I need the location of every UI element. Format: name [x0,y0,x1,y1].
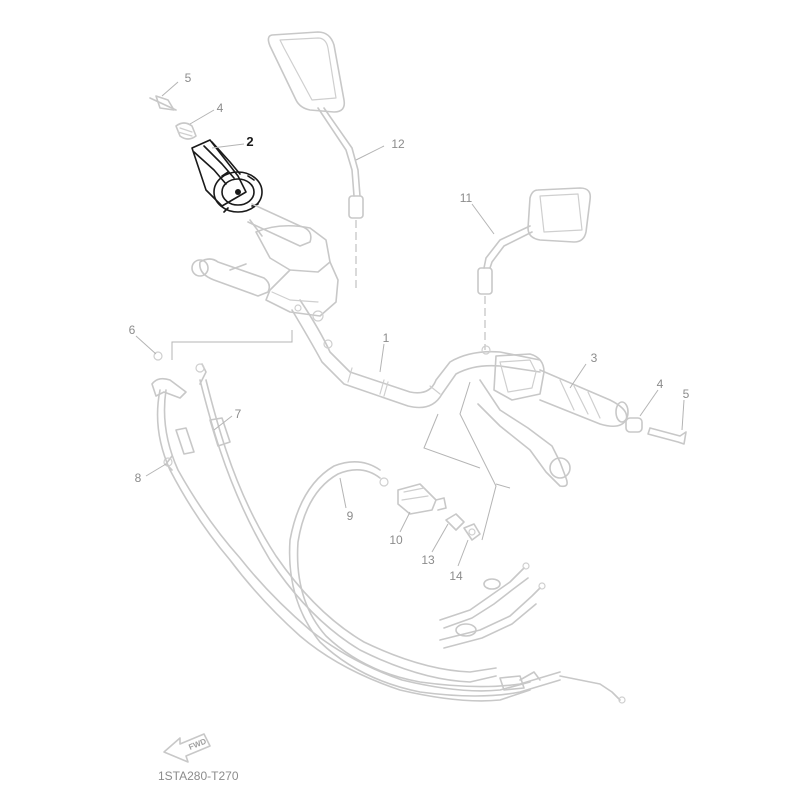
left-grip-fasteners [149,95,312,247]
fwd-arrow-icon: FWD [163,733,211,763]
brake-switch-parts [397,483,481,541]
callout-6: 6 [129,323,136,337]
drawing-code: 1STA280-T270 [158,769,239,783]
callout-9: 9 [347,509,354,523]
callout-5-left: 5 [185,71,192,85]
callout-7: 7 [235,407,242,421]
right-grip-assembly [477,353,629,488]
callout-14: 14 [449,569,463,583]
throttle-grip-highlighted [191,139,263,213]
callout-3: 3 [591,351,598,365]
callout-11: 11 [460,191,473,205]
clutch-cable [288,461,626,704]
callout-4-right: 4 [657,377,664,391]
left-lever-assembly [191,219,339,322]
throttle-cables [156,363,531,702]
callout-5-right: 5 [683,387,690,401]
callout-8: 8 [135,471,142,485]
mirror-right [477,187,592,350]
leader-lines [135,81,685,567]
callout-4-left: 4 [217,101,224,115]
callout-12: 12 [391,137,405,151]
handlebar [291,299,541,409]
mirror-left [267,31,364,290]
callout-13: 13 [421,553,435,567]
callout-10: 10 [389,533,403,547]
cable-ends [439,562,546,649]
bracket-lines [171,330,511,541]
right-bar-end [625,417,687,445]
callout-2[interactable]: 2 [246,134,253,149]
callout-numbers: 5 4 2 12 11 3 1 4 5 6 7 8 9 10 13 14 [129,71,690,583]
callout-1: 1 [383,331,390,345]
